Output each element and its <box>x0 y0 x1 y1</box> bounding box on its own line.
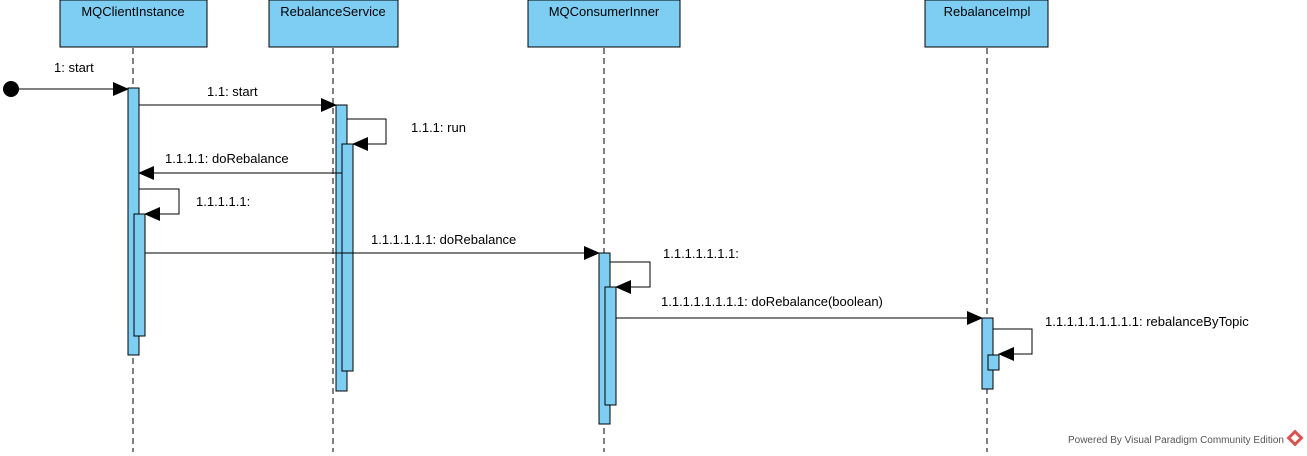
lifeline-header-rebalanceservice[interactable]: RebalanceService <box>268 0 399 48</box>
message-label: 1.1.1: run <box>411 120 466 135</box>
message-1-1-1-1-dorebalance[interactable]: 1.1.1.1: doRebalance <box>138 151 342 180</box>
activation-mqconsumerinner-nested[interactable] <box>604 286 617 406</box>
message-label: 1.1.1.1.1: <box>196 194 250 209</box>
message-1-1-start[interactable]: 1.1: start <box>139 84 337 112</box>
message-label: 1.1: start <box>207 84 258 99</box>
message-label: 1.1.1.1.1.1.1.1.1: rebalanceByTopic <box>1045 314 1249 329</box>
activation-rebalanceimpl[interactable] <box>981 317 994 390</box>
initial-node-icon <box>3 81 19 97</box>
message-1-1-1-1-1-1-dorebalance[interactable]: 1.1.1.1.1.1: doRebalance <box>145 232 600 260</box>
message-label: 1.1.1.1.1.1: doRebalance <box>371 232 516 247</box>
message-rebalancebytopic-self[interactable]: 1.1.1.1.1.1.1.1.1: rebalanceByTopic <box>993 314 1249 361</box>
message-1-1-1-1-1-1-1-self[interactable]: 1.1.1.1.1.1.1: <box>610 246 739 294</box>
activation-rebalanceimpl-nested[interactable] <box>987 354 1000 371</box>
lifeline-header-rebalanceimpl[interactable]: RebalanceImpl <box>924 0 1049 48</box>
message-label: 1.1.1.1: doRebalance <box>165 151 289 166</box>
activation-mqclientinstance-nested[interactable] <box>133 213 146 337</box>
footer-watermark: Powered By Visual Paradigm Community Edi… <box>1068 435 1284 446</box>
message-1-1-1-1-1-self[interactable]: 1.1.1.1.1: <box>139 188 250 221</box>
message-1-1-1-1-1-1-1-1-dorebalance-boolean[interactable]: 1.1.1.1.1.1.1.1: doRebalance(boolean) <box>616 294 983 325</box>
lifeline-title: MQConsumerInner <box>549 4 660 19</box>
visual-paradigm-logo-icon <box>1286 429 1304 447</box>
lifeline-title: RebalanceImpl <box>944 4 1031 19</box>
message-1-1-1-run[interactable]: 1.1.1: run <box>347 118 466 151</box>
message-label: 1.1.1.1.1.1.1: <box>663 246 739 261</box>
message-1-start[interactable]: 1: start <box>3 60 129 97</box>
lifeline-title: RebalanceService <box>280 4 386 19</box>
message-label: 1.1.1.1.1.1.1.1: doRebalance(boolean) <box>661 294 883 309</box>
lifeline-header-mqconsumerinner[interactable]: MQConsumerInner <box>527 0 681 48</box>
activation-rebalanceservice-nested[interactable] <box>341 143 354 372</box>
lifeline-header-mqclientinstance[interactable]: MQClientInstance <box>59 0 208 48</box>
lifeline-title: MQClientInstance <box>81 4 184 19</box>
message-label: 1: start <box>54 60 94 75</box>
